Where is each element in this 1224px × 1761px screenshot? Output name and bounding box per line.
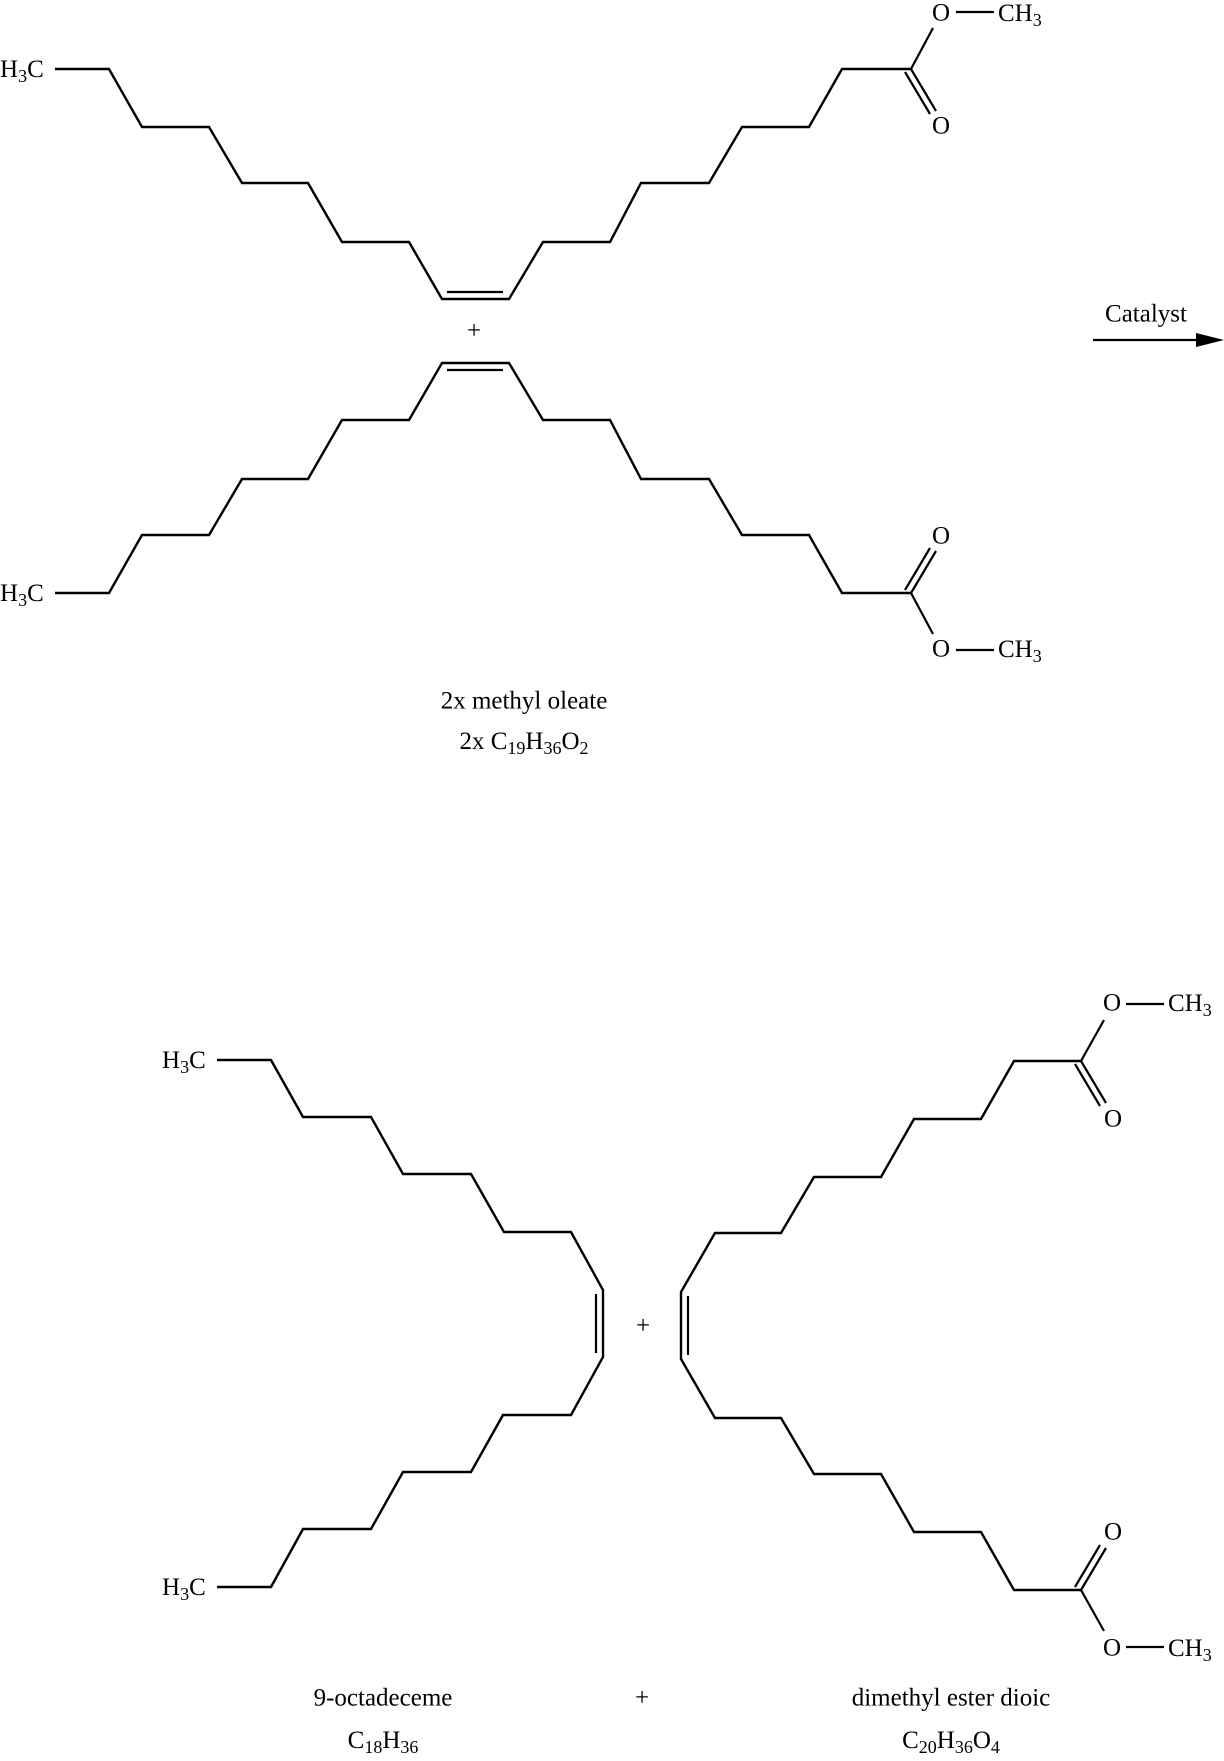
ester-c-o-bond-bottom xyxy=(1081,1590,1104,1631)
carbon-chain xyxy=(217,1060,603,1587)
ester-c-o-bond xyxy=(911,28,933,69)
ester-methyl: CH3 xyxy=(998,0,1042,30)
carbonyl-oxygen-bottom: O xyxy=(1104,1519,1122,1546)
methyl-label-bottom: H3C xyxy=(162,1574,206,1605)
ester-methyl-bottom: CH3 xyxy=(1168,1635,1212,1666)
ester-c-o-bond xyxy=(911,593,933,634)
ester-methyl-top: CH3 xyxy=(1168,990,1212,1021)
ester-c-o-bond-top xyxy=(1081,1020,1104,1061)
product-1-formula: C18H36 xyxy=(348,1727,419,1758)
methyl-label-top: H3C xyxy=(162,1047,206,1078)
carbonyl-oxygen: O xyxy=(932,113,950,140)
product-2-formula: C20H36O4 xyxy=(902,1727,1000,1758)
catalyst-label: Catalyst xyxy=(1105,301,1187,328)
reaction-arrow: Catalyst xyxy=(1093,301,1224,348)
plus-sign-products: + xyxy=(636,1313,650,1340)
carbon-chain xyxy=(55,363,911,593)
ester-oxygen-bottom: O xyxy=(1103,1635,1121,1662)
octadecene-structure: H3C H3C xyxy=(162,1047,603,1605)
carbon-chain xyxy=(681,1061,1081,1590)
methyl-oleate-bottom: H3C O CH3 O xyxy=(0,363,1042,666)
ester-oxygen: O xyxy=(932,0,950,27)
product-1-name: 9-octadeceme xyxy=(314,1685,453,1712)
arrow-head-icon xyxy=(1196,333,1224,347)
reactant-formula: 2x C19H36O2 xyxy=(459,728,588,759)
diester-structure: O CH3 O O O CH3 xyxy=(681,990,1212,1666)
product-2-name: dimethyl ester dioic xyxy=(852,1685,1051,1712)
methyl-oleate-top: H3C O CH3 O xyxy=(0,0,1042,299)
carbon-chain xyxy=(55,69,911,299)
ester-oxygen: O xyxy=(932,636,950,663)
methyl-label: H3C xyxy=(0,56,44,87)
carbonyl-oxygen: O xyxy=(932,523,950,550)
ester-methyl: CH3 xyxy=(998,636,1042,667)
ester-oxygen-top: O xyxy=(1103,990,1121,1017)
reactant-name: 2x methyl oleate xyxy=(441,688,608,715)
carbonyl-oxygen-top: O xyxy=(1104,1106,1122,1133)
plus-sign-labels: + xyxy=(635,1685,649,1712)
methyl-label: H3C xyxy=(0,580,44,611)
plus-sign: + xyxy=(467,318,481,345)
